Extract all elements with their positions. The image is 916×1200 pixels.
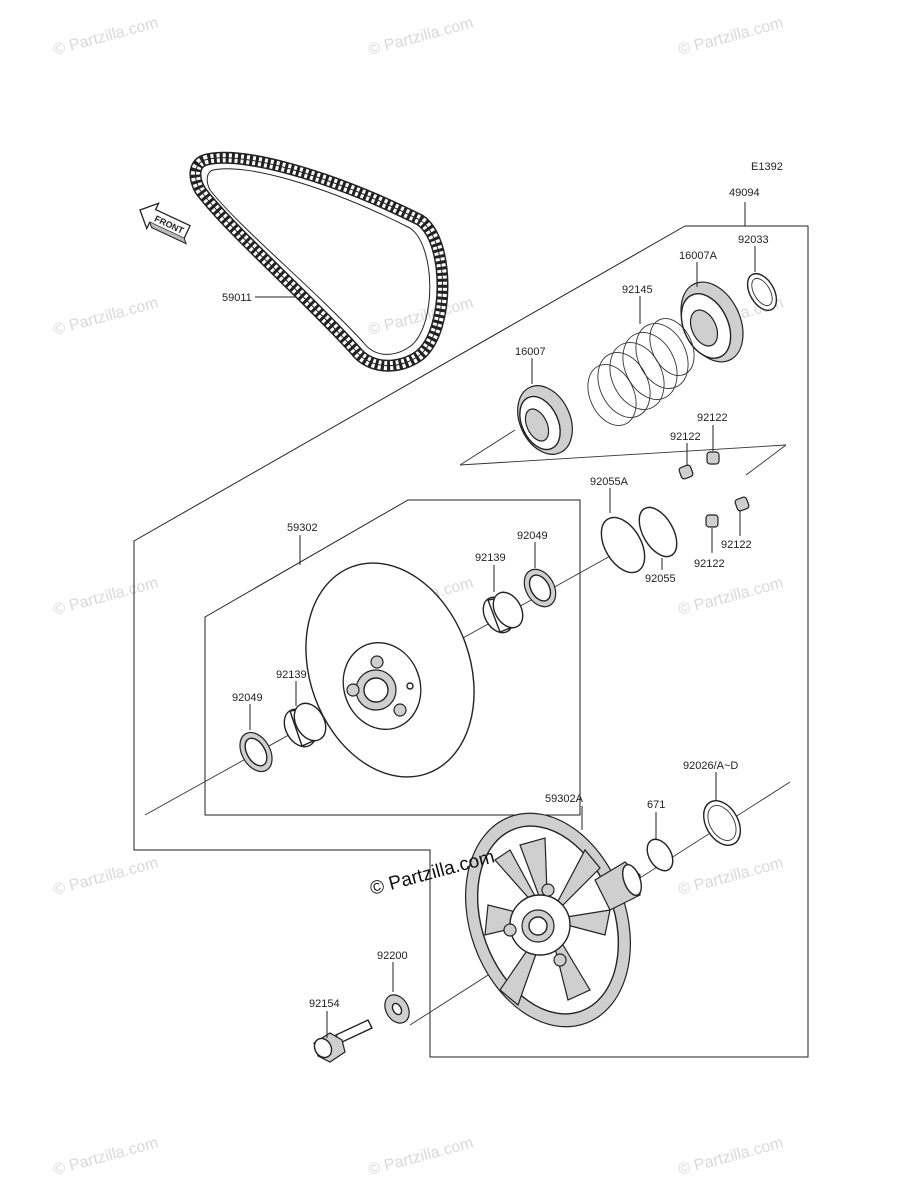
- part-label-92122-b: 92122: [670, 431, 701, 443]
- part-label-49094: 49094: [729, 187, 760, 199]
- spring-92145: [587, 318, 695, 426]
- part-label-92145: 92145: [622, 284, 653, 296]
- watermark: © Partzilla.com: [367, 1135, 476, 1179]
- part-label-16007: 16007: [515, 346, 546, 358]
- part-label-92055: 92055: [645, 573, 676, 585]
- assembly-outline-49094: [133, 202, 809, 1058]
- bushing-92049-left: [239, 731, 273, 773]
- part-label-92122-c: 92122: [721, 539, 752, 551]
- axis-line-upper: [459, 444, 787, 466]
- watermark: © Partzilla.com: [677, 15, 786, 59]
- watermark: © Partzilla.com: [677, 575, 786, 619]
- bushing-92139-left: [283, 702, 327, 748]
- watermark: © Partzilla.com: [52, 1135, 161, 1179]
- watermark: © Partzilla.com: [677, 855, 786, 899]
- o-ring-92055A: [600, 516, 646, 574]
- watermark: © Partzilla.com: [52, 15, 161, 59]
- watermark: © Partzilla.com: [367, 15, 476, 59]
- shim-92026: [702, 800, 742, 846]
- part-label-92055A: 92055A: [590, 476, 629, 488]
- part-label-92049-top: 92049: [517, 530, 548, 542]
- part-label-59011: 59011: [222, 292, 252, 304]
- cam-16007: [517, 385, 573, 455]
- moveable-sheave-59302: [305, 562, 475, 778]
- o-ring-92055: [638, 506, 678, 558]
- bolt-92154: [313, 1019, 373, 1063]
- cam-16007A: [680, 281, 744, 363]
- drive-belt-59011: [189, 151, 449, 372]
- part-label-92049-left: 92049: [232, 692, 263, 704]
- watermark: © Partzilla.com: [52, 295, 161, 339]
- slider-92122: [678, 451, 750, 528]
- bushing-92049-top: [523, 568, 557, 608]
- part-label-92122-a: 92122: [697, 412, 728, 424]
- watermark: © Partzilla.com: [677, 1135, 786, 1179]
- bushing-92139-top: [482, 591, 524, 634]
- washer-92200: [384, 994, 410, 1024]
- part-label-92139-top: 92139: [475, 552, 506, 564]
- front-arrow-icon: FRONT: [139, 202, 191, 245]
- part-label-92200: 92200: [377, 950, 408, 962]
- part-label-92122-d: 92122: [694, 558, 725, 570]
- snap-ring-92033: [746, 272, 778, 312]
- part-label-59302A: 59302A: [545, 793, 584, 805]
- diagram-code: E1392: [751, 161, 783, 173]
- watermark: © Partzilla.com: [52, 855, 161, 899]
- part-label-92033: 92033: [738, 234, 769, 246]
- part-label-92026: 92026/A~D: [683, 760, 738, 772]
- part-label-671: 671: [647, 799, 665, 811]
- part-label-59302: 59302: [287, 522, 318, 534]
- part-label-92139-left: 92139: [276, 669, 307, 681]
- o-ring-671: [646, 838, 674, 872]
- part-label-16007A: 16007A: [679, 250, 718, 262]
- fixed-sheave-59302A: [465, 812, 642, 1028]
- watermark: © Partzilla.com: [52, 575, 161, 619]
- part-label-92154: 92154: [309, 998, 340, 1010]
